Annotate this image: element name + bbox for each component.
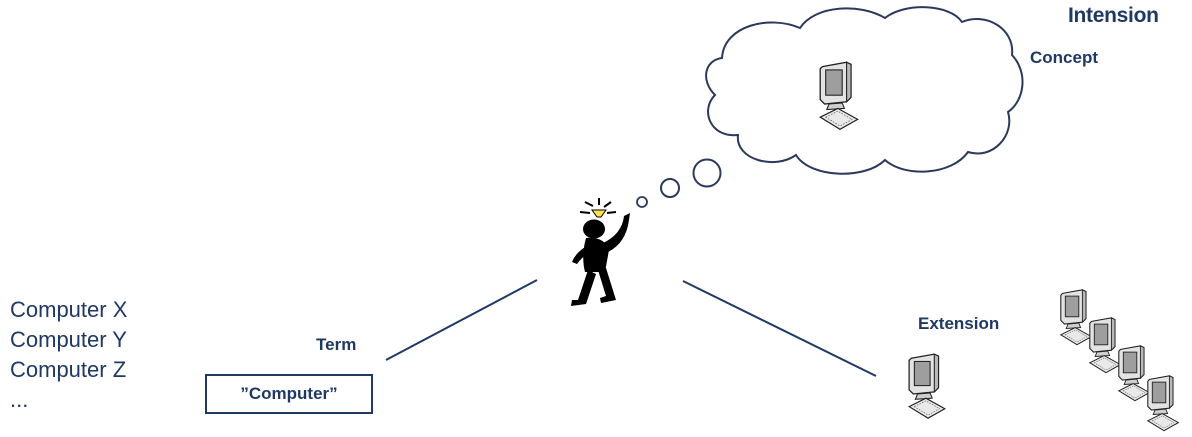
extension-label: Extension bbox=[918, 314, 999, 334]
term-connector-line bbox=[386, 280, 537, 360]
list-item: Computer Z bbox=[10, 355, 127, 385]
light-bulb-icon bbox=[592, 210, 606, 217]
instance-list: Computer X Computer Y Computer Z ... bbox=[10, 295, 127, 415]
list-item: ... bbox=[10, 385, 127, 415]
thought-cloud bbox=[706, 7, 1022, 174]
thought-bubble-large bbox=[694, 160, 721, 187]
thought-bubble-small bbox=[637, 197, 647, 207]
list-item: Computer Y bbox=[10, 325, 127, 355]
computer-icon bbox=[1061, 290, 1092, 345]
computer-icon bbox=[1090, 318, 1121, 373]
concept-label: Concept bbox=[1030, 48, 1098, 68]
term-word-box: ”Computer” bbox=[205, 374, 373, 414]
extension-connector-line bbox=[683, 281, 876, 376]
list-item: Computer X bbox=[10, 295, 127, 325]
intension-title: Intension bbox=[1068, 4, 1159, 28]
thought-bubble-medium bbox=[661, 179, 679, 197]
term-label: Term bbox=[316, 335, 356, 355]
computer-icon bbox=[1148, 376, 1179, 431]
person-thinking-icon bbox=[571, 198, 630, 306]
computer-icon bbox=[909, 354, 945, 418]
computer-icon bbox=[1119, 346, 1150, 401]
